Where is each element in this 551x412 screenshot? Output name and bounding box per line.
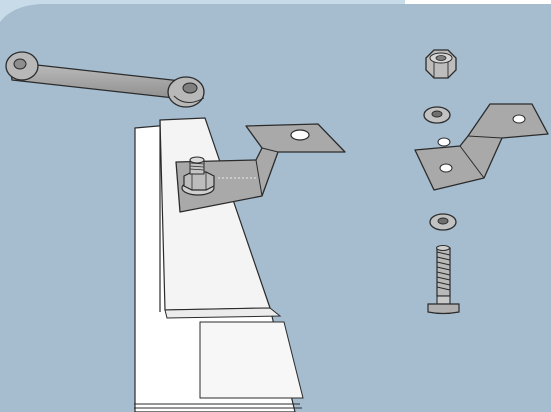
header-corner <box>405 0 551 4</box>
bracket-hole <box>291 130 309 140</box>
hex-nut <box>426 50 456 78</box>
flat-washer-lower <box>430 214 456 230</box>
flat-washer-upper <box>424 107 450 123</box>
